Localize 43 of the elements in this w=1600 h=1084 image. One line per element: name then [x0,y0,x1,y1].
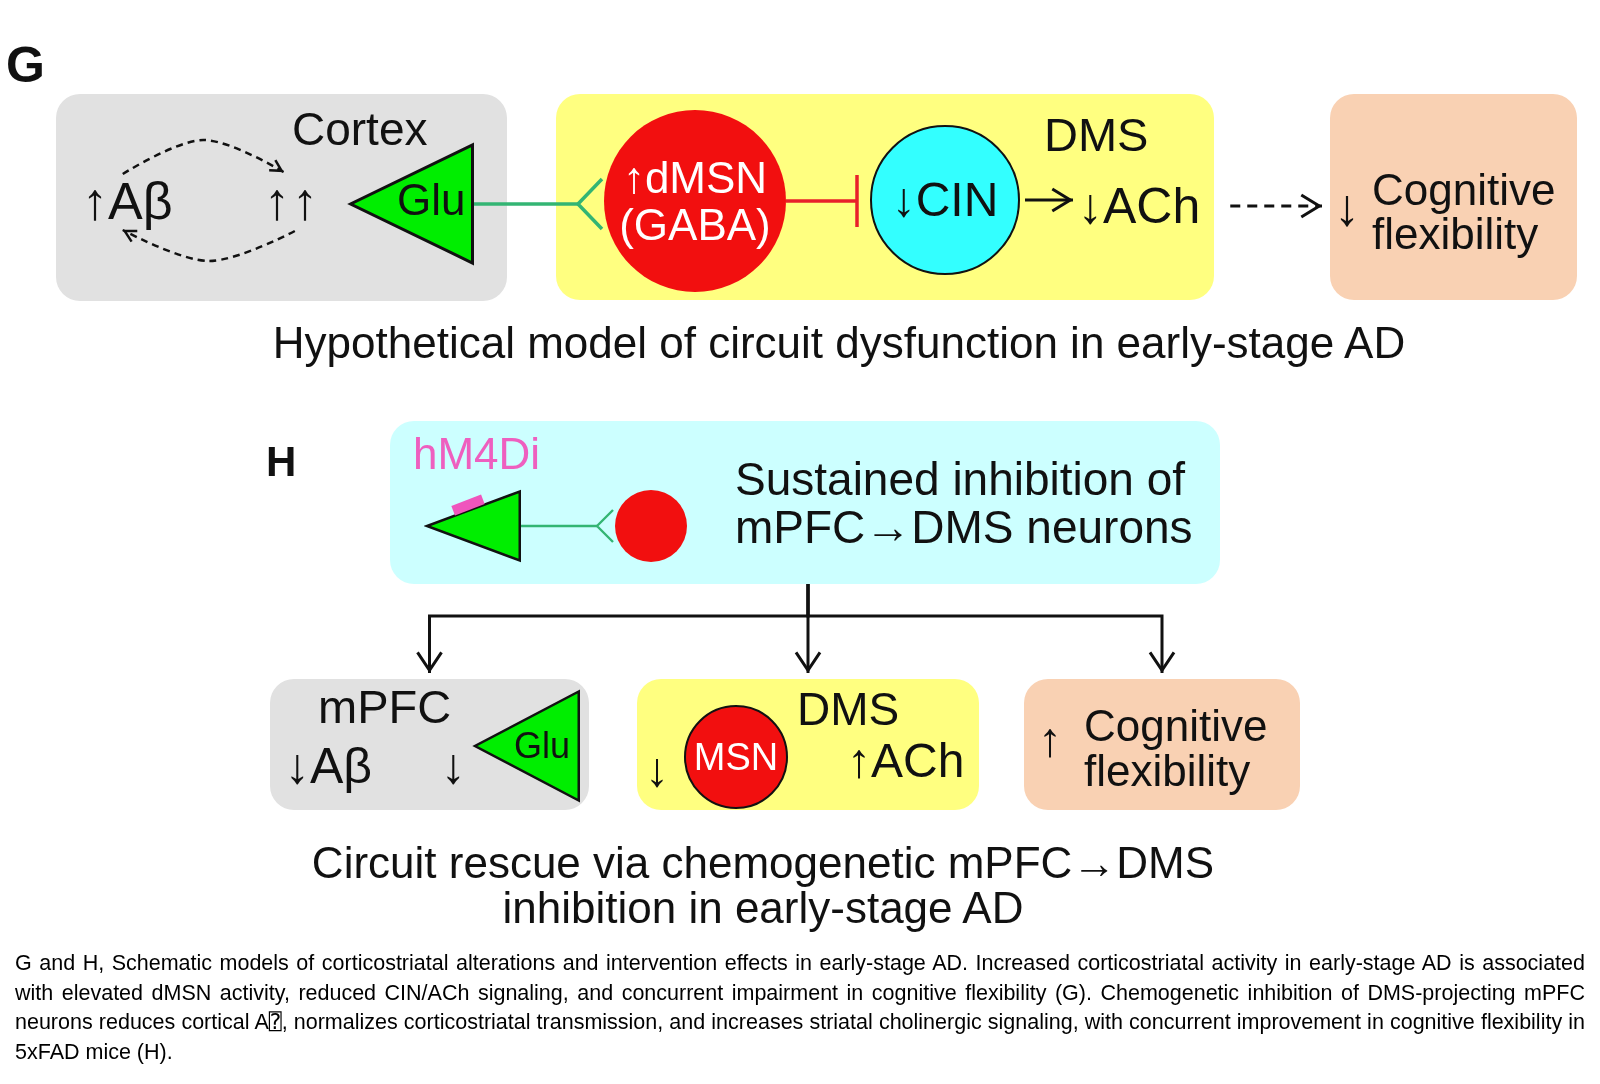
neuron-triangle [424,489,521,563]
panel-subtitle: Circuit rescue via chemogenetic mPFC→DMS inhibition in early-stage AD [310,840,1216,930]
outcome-label: Cognitive flexibility [1084,703,1269,793]
neuron-label: ↓CIN [891,176,999,224]
info-panel [390,421,1220,584]
level-label: ↓ACh [1078,181,1201,231]
panel-letter: H [266,441,297,483]
panel-subtitle: Hypothetical model of circuit dysfunction in early-stage AD [271,321,1407,365]
region-heading: Cortex [292,106,428,152]
arrow-glyph: ↓ [441,741,466,791]
outcome-panel [1024,679,1300,810]
neuron-label: Glu [397,178,466,222]
description-text: Sustained inhibition of mPFC→DMS neurons [735,455,1194,551]
region-heading: mPFC [318,683,452,730]
panel-letter: G [6,40,45,90]
dashed-arrow [1230,193,1322,219]
inhibition-connector [786,173,859,229]
level-label: ↓Aβ [285,741,373,791]
neuron-triangle [472,689,580,803]
neuron-label: ↑dMSN (GABA) [618,154,772,248]
region-panel [270,679,589,810]
arrow-glyph: ↓ [1334,181,1360,233]
neuron-label: Glu [514,728,571,764]
region-heading: DMS [797,686,900,732]
neuron-label: MSN [693,738,779,776]
level-label: ↑↑ [264,175,320,227]
region-heading: DMS [1044,111,1149,158]
synapse-connector [521,508,615,544]
arrow-glyph: ↑ [1038,716,1062,764]
region-panel [556,94,1214,300]
outcome-panel [1330,94,1577,300]
arrow [1025,187,1073,213]
region-panel [637,679,979,810]
dashed-arrow [122,228,296,263]
receptor-label: hM4Di [413,432,541,476]
synapse-connector [474,177,604,231]
outcome-label: Cognitive flexibility [1372,168,1557,256]
figure-caption: G and H, Schematic models of corticostriatal alterations and intervention effects in early-stage AD. Increased corticostriatal activity in early-stage AD is associated with elevated dMSN activity, reduced CIN/ACh signaling, and concurrent impairment in cognitive flexibility (G). Chemogenetic inhibition of DMS-projecting mPFC neurons reduces cortical A⍰, normalizes corticostriatal transmission, and increases striatal cholinergic signaling, with concurrent improvement in cognitive flexibility in 5xFAD mice (H). [15,950,1585,1066]
branch-arrow [806,584,1176,673]
region-panel [56,94,507,301]
level-label: ↑ACh [847,737,965,785]
dashed-arrow [122,138,285,176]
arrow-glyph: ↓ [645,746,669,794]
